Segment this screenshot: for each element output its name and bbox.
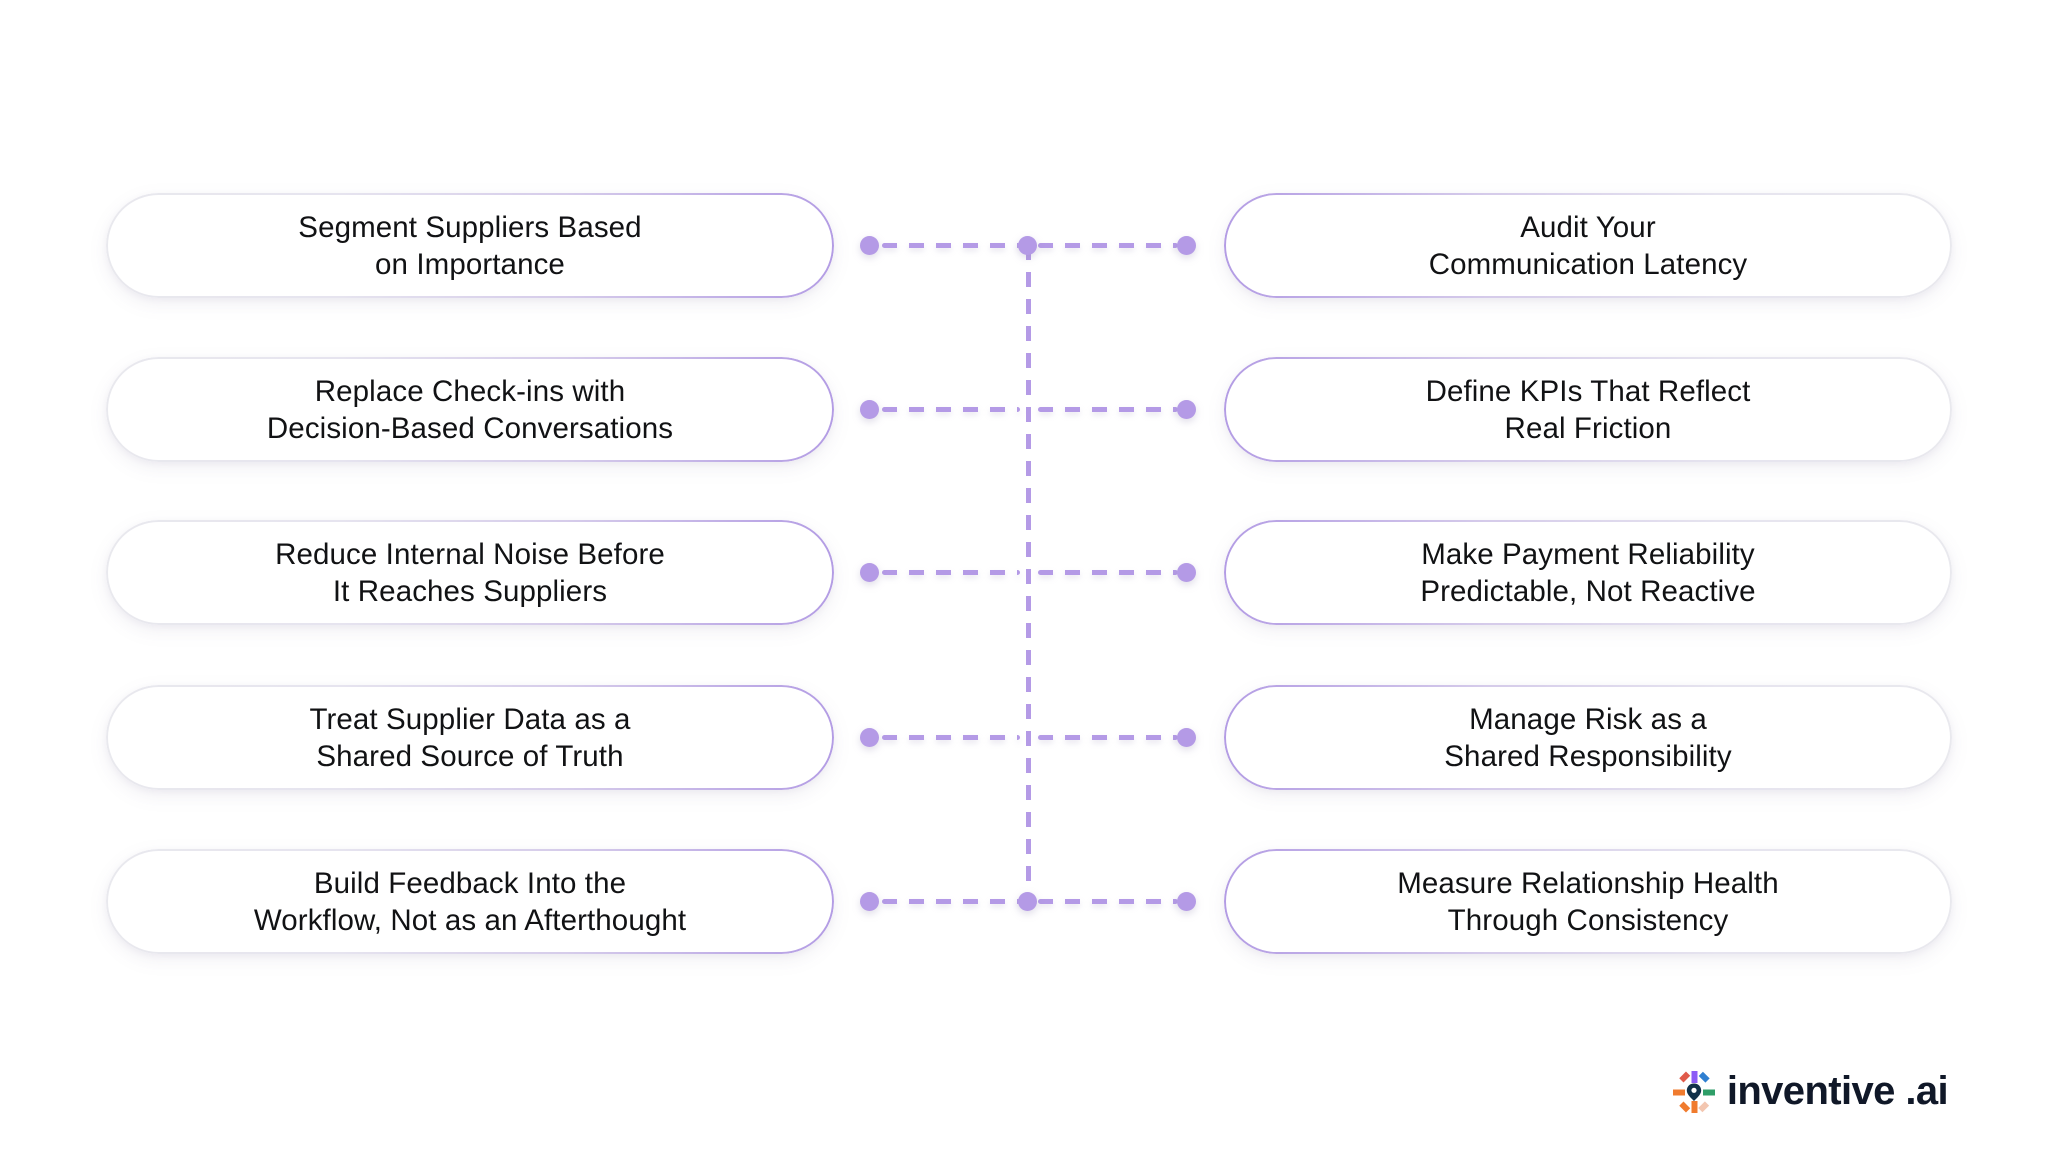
left-card-2[interactable]: Replace Check-ins with Decision-Based Co…	[106, 357, 834, 462]
connector-spine	[1026, 245, 1031, 901]
left-card-1-label: Segment Suppliers Based on Importance	[298, 210, 642, 281]
dashed-line-right-5	[1038, 899, 1178, 904]
logo-wordmark: inventive .ai	[1726, 1069, 1949, 1113]
dashed-line-left-3	[882, 570, 1020, 575]
connector-5	[852, 849, 1224, 954]
right-card-3[interactable]: Make Payment Reliability Predictable, No…	[1224, 520, 1952, 625]
dashed-line-left-1	[882, 243, 1020, 248]
left-card-4[interactable]: Treat Supplier Data as a Shared Source o…	[106, 685, 834, 790]
connector-dot-left-3	[860, 563, 879, 582]
dashed-line-left-2	[882, 407, 1020, 412]
left-card-2-label: Replace Check-ins with Decision-Based Co…	[266, 374, 674, 445]
left-card-4-label: Treat Supplier Data as a Shared Source o…	[309, 702, 631, 773]
connector-dot-left-1	[860, 236, 879, 255]
connector-dot-right-2	[1177, 400, 1196, 419]
right-card-1-label: Audit Your Communication Latency	[1428, 210, 1748, 281]
right-card-5-label: Measure Relationship Health Through Cons…	[1397, 866, 1779, 937]
right-card-4-label: Manage Risk as a Shared Responsibility	[1444, 702, 1732, 773]
brand-logo: inventive .ai	[1672, 1069, 1949, 1114]
connector-dot-right-5	[1177, 892, 1196, 911]
dashed-line-right-4	[1038, 735, 1178, 740]
dashed-line-right-3	[1038, 570, 1178, 575]
connector-dot-right-4	[1177, 728, 1196, 747]
diagram-row: Treat Supplier Data as a Shared Source o…	[0, 685, 2048, 790]
dashed-line-left-4	[882, 735, 1020, 740]
connector-dot-left-5	[860, 892, 879, 911]
inventive-pinwheel-icon	[1672, 1070, 1715, 1113]
diagram-row: Reduce Internal Noise Before It Reaches …	[0, 520, 2048, 625]
left-card-3[interactable]: Reduce Internal Noise Before It Reaches …	[106, 520, 834, 625]
right-card-2-label: Define KPIs That Reflect Real Friction	[1425, 374, 1751, 445]
diagram-row: Segment Suppliers Based on Importance Au…	[0, 193, 2048, 298]
right-card-5[interactable]: Measure Relationship Health Through Cons…	[1224, 849, 1952, 954]
connector-dot-right-1	[1177, 236, 1196, 255]
diagram-row: Build Feedback Into the Workflow, Not as…	[0, 849, 2048, 954]
dashed-line-right-1	[1038, 243, 1178, 248]
connector-dot-center-5	[1018, 892, 1037, 911]
connector-dot-left-2	[860, 400, 879, 419]
connector-dot-center-1	[1018, 236, 1037, 255]
connector-dot-left-4	[860, 728, 879, 747]
diagram-row: Replace Check-ins with Decision-Based Co…	[0, 357, 2048, 462]
dashed-line-left-5	[882, 899, 1020, 904]
right-card-3-label: Make Payment Reliability Predictable, No…	[1420, 537, 1756, 608]
left-card-5-label: Build Feedback Into the Workflow, Not as…	[253, 866, 687, 937]
connector-4	[852, 685, 1224, 790]
left-card-3-label: Reduce Internal Noise Before It Reaches …	[275, 537, 665, 608]
connector-3	[852, 520, 1224, 625]
connector-1	[852, 193, 1224, 298]
right-card-2[interactable]: Define KPIs That Reflect Real Friction	[1224, 357, 1952, 462]
right-card-1[interactable]: Audit Your Communication Latency	[1224, 193, 1952, 298]
right-card-4[interactable]: Manage Risk as a Shared Responsibility	[1224, 685, 1952, 790]
left-card-5[interactable]: Build Feedback Into the Workflow, Not as…	[106, 849, 834, 954]
connector-2	[852, 357, 1224, 462]
left-card-1[interactable]: Segment Suppliers Based on Importance	[106, 193, 834, 298]
connector-dot-right-3	[1177, 563, 1196, 582]
dashed-line-right-2	[1038, 407, 1178, 412]
